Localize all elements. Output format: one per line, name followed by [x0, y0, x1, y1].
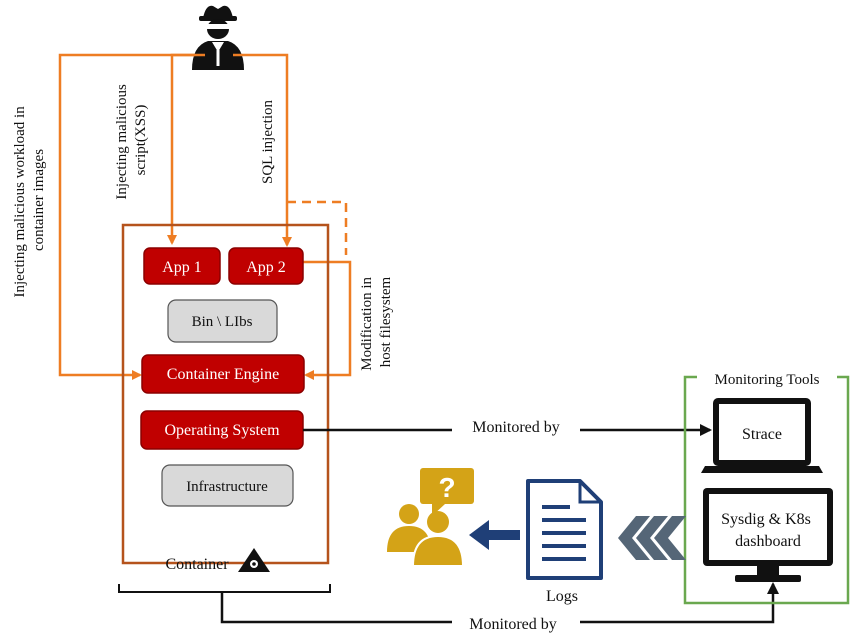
workload-attack-label: Injecting malicious workload in containe… [12, 103, 47, 298]
operating-system-box: Operating System [140, 410, 304, 450]
strace-label: Strace [742, 426, 782, 443]
hostfs-dashed-line [287, 200, 348, 255]
svg-text:?: ? [438, 472, 455, 503]
bottom-monitor-line-a [220, 592, 452, 624]
hostfs-attack-line [300, 260, 352, 380]
workload-attack-line [58, 53, 195, 380]
app2-label: App 2 [246, 259, 286, 276]
monitoring-tools-title: Monitoring Tools [715, 372, 820, 388]
app1-box: App 1 [143, 247, 221, 285]
container-box [121, 223, 330, 565]
infrastructure-label: Infrastructure [186, 479, 268, 495]
logs-label: Logs [546, 588, 578, 605]
analyst-question-icon: ? [387, 468, 474, 567]
logs-to-analyst-arrow [469, 520, 520, 550]
monitored-by-bottom-label: Monitored by [469, 616, 557, 633]
xss-attack-label: Injecting malicious script(XSS) [114, 80, 149, 199]
attack-paths [58, 53, 352, 380]
sql-attack-label: SQL injection [260, 99, 276, 184]
monitored-by-top-label: Monitored by [472, 419, 560, 436]
hostfs-attack-label: Modification in host filesystem [359, 273, 394, 371]
hacker-icon [192, 5, 244, 70]
bin-libs-label: Bin \ LIbs [192, 314, 253, 330]
xss-attack-line [167, 53, 205, 245]
chevron-icon [618, 516, 686, 560]
sysdig-label: Sysdig & K8s dashboard [721, 511, 815, 550]
container-engine-box: Container Engine [141, 354, 305, 394]
strace-monitor-icon: Strace [701, 398, 823, 473]
container-engine-label: Container Engine [167, 366, 279, 383]
container-bracket [118, 584, 331, 593]
app2-box: App 2 [228, 247, 304, 285]
monitoring-tools-box [683, 375, 850, 605]
operating-system-label: Operating System [164, 422, 280, 439]
bin-libs-box: Bin \ LIbs [167, 299, 278, 343]
bottom-monitor-line-b [580, 582, 779, 624]
sysdig-monitor-icon: Sysdig & K8s dashboard [703, 488, 833, 582]
document-icon [526, 479, 603, 580]
container-label: Container [165, 556, 229, 573]
monitoring-edges [220, 424, 779, 624]
hazard-icon [238, 548, 270, 572]
app1-label: App 1 [162, 259, 202, 276]
sql-attack-line [233, 53, 292, 247]
infrastructure-box: Infrastructure [161, 464, 294, 507]
